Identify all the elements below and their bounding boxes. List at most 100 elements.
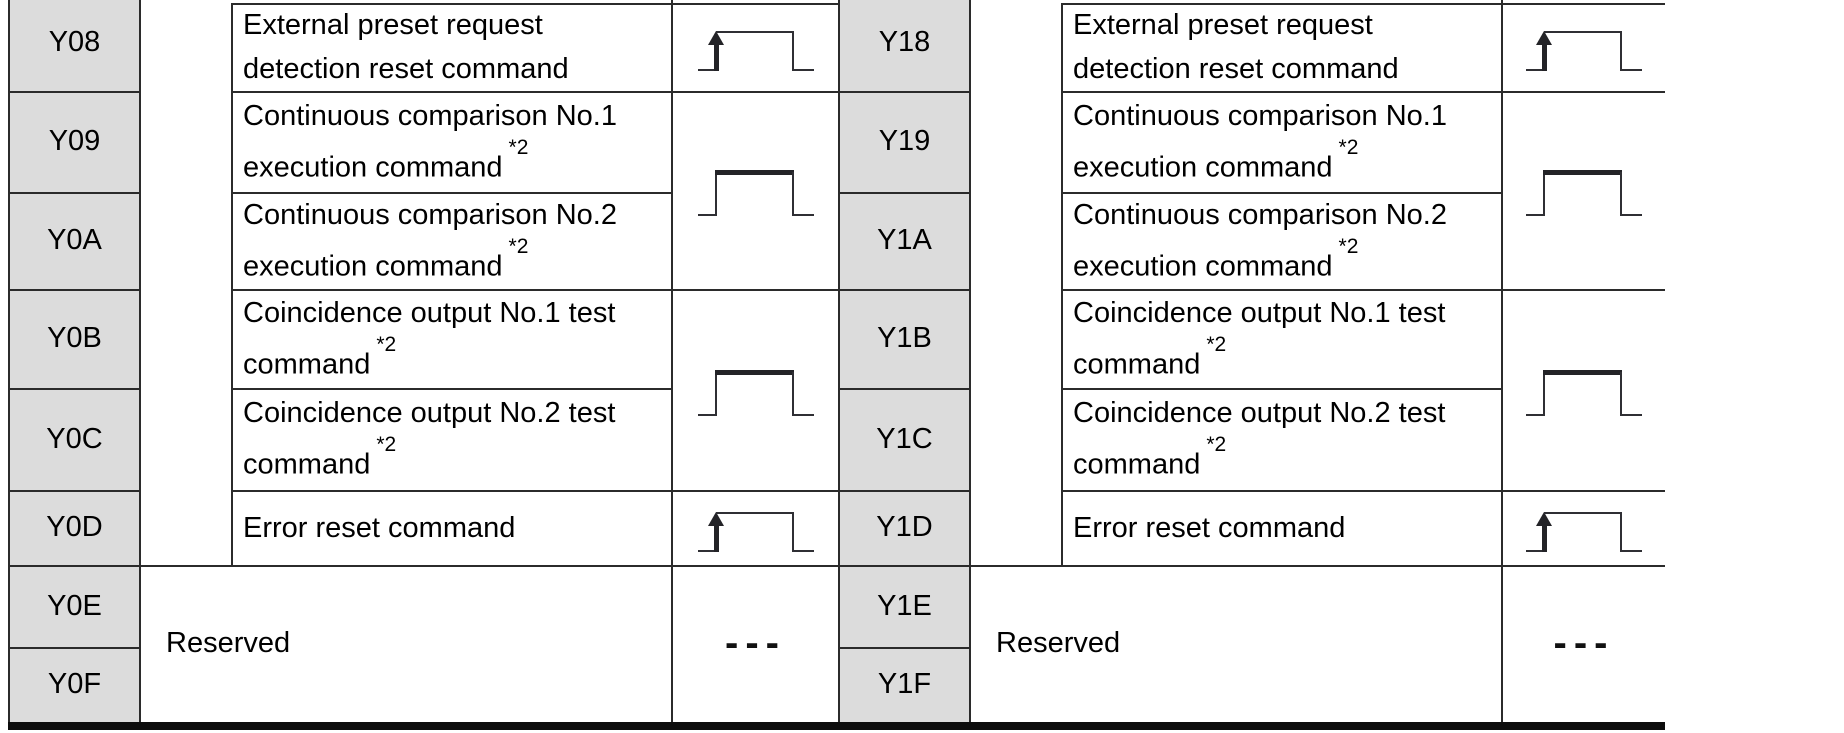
table-border (8, 647, 141, 649)
table-border (1501, 0, 1503, 722)
table-border (969, 0, 971, 722)
description-cell: Coincidence output No.2 test command*2 (233, 388, 669, 490)
signal-cell-y1e: Y1E (877, 589, 932, 622)
description-cell: Coincidence output No.2 test command*2 (1063, 388, 1499, 490)
timing-level-pulse-icon (1526, 369, 1642, 416)
signal-cell-y0a: Y0A (47, 224, 102, 256)
timing-cell (1503, 490, 1665, 565)
signal-cell-y1f: Y1F (877, 668, 932, 700)
signal-cell-y0b: Y0B (47, 322, 102, 354)
description-line: command*2 (243, 433, 397, 481)
description-cell: Continuous comparison No.2 execution com… (1063, 192, 1499, 289)
description-line: command*2 (243, 332, 397, 381)
description-line: execution command*2 (1073, 234, 1359, 283)
table-border (231, 3, 838, 5)
description-line: Coincidence output No.2 test (243, 397, 616, 430)
signal-cell-y1b: Y1B (877, 322, 932, 354)
description-line: command*2 (1073, 433, 1227, 481)
description-cell: External preset request detection reset … (233, 3, 669, 91)
table-border (231, 490, 838, 492)
timing-cell (1503, 91, 1665, 289)
signal-cell-y09: Y09 (48, 125, 101, 157)
timing-cell (673, 3, 838, 91)
footnote-ref: *2 (508, 234, 529, 258)
description-line: Continuous comparison No.1 (1073, 99, 1447, 132)
timing-rising-edge-pulse-icon (697, 31, 814, 71)
table-border (838, 289, 971, 291)
timing-none-label: --- (1553, 621, 1615, 665)
timing-rising-edge-pulse-icon (697, 511, 814, 552)
timing-level-pulse-icon (697, 369, 814, 416)
timing-rising-edge-pulse-icon (1526, 31, 1642, 71)
table-border (838, 192, 971, 194)
description-line: External preset request (243, 9, 543, 41)
table-border (8, 388, 141, 390)
timing-cell (673, 289, 838, 490)
table-border (671, 0, 673, 722)
footnote-ref: *2 (376, 332, 397, 356)
table-border (231, 91, 838, 93)
signal-cell-y1a: Y1A (877, 224, 932, 256)
table-border (231, 289, 838, 291)
footnote-ref: *2 (376, 433, 397, 457)
table-border (8, 565, 838, 567)
description-line: Continuous comparison No.1 (243, 99, 617, 132)
table-border (1061, 388, 1503, 390)
description-line: Coincidence output No.2 test (1073, 397, 1446, 430)
signal-column-background (8, 0, 141, 722)
table-border (838, 91, 971, 93)
table-border (8, 289, 141, 291)
signal-cell-y0c: Y0C (46, 422, 103, 455)
timing-cell: --- (1503, 565, 1665, 722)
table-border (231, 388, 673, 390)
io-signal-table-right: Y18 Y19 Y1A Y1B Y1C Y1D Y1E Y1F External… (838, 0, 1665, 722)
table-border (8, 0, 10, 722)
signal-cell-y18: Y18 (878, 25, 931, 58)
table-border (838, 490, 971, 492)
description-cell: Continuous comparison No.1 execution com… (1063, 91, 1499, 192)
footnote-ref: *2 (1338, 234, 1359, 258)
table-border (838, 565, 1665, 567)
description-line: execution command*2 (243, 135, 529, 184)
timing-rising-edge-pulse-icon (1526, 511, 1642, 552)
signal-cell-y0e: Y0E (47, 589, 102, 622)
table-border (8, 490, 141, 492)
description-line: execution command*2 (243, 234, 529, 283)
timing-level-pulse-icon (697, 170, 814, 216)
signal-cell-y0f: Y0F (47, 668, 102, 700)
description-line: Continuous comparison No.2 (243, 198, 617, 231)
signal-cell-y08: Y08 (48, 25, 101, 58)
description-line: Coincidence output No.1 test (243, 296, 616, 329)
timing-cell (1503, 289, 1665, 490)
reserved-cell: Reserved (996, 627, 1121, 659)
footnote-ref: *2 (1206, 332, 1227, 356)
description-line: Coincidence output No.1 test (1073, 296, 1446, 329)
table-border (1061, 91, 1665, 93)
table-border (1061, 3, 1063, 567)
reserved-cell: Reserved (166, 627, 291, 659)
timing-none-label: --- (725, 621, 786, 665)
table-border (1061, 3, 1665, 5)
signal-cell-y0d: Y0D (46, 511, 103, 543)
table-border (1061, 490, 1665, 492)
description-cell: Continuous comparison No.1 execution com… (233, 91, 669, 192)
timing-cell (673, 490, 838, 565)
table-bottom-border (8, 722, 1665, 730)
footnote-ref: *2 (1206, 433, 1227, 457)
description-cell: Coincidence output No.1 test command*2 (233, 289, 669, 388)
signal-cell-y1c: Y1C (876, 422, 933, 455)
description-cell: Continuous comparison No.2 execution com… (233, 192, 669, 289)
footnote-ref: *2 (1338, 135, 1359, 159)
io-signal-table-left: Y08 Y09 Y0A Y0B Y0C Y0D Y0E Y0F External… (8, 0, 838, 722)
description-cell: Error reset command (1063, 490, 1499, 565)
description-line: command*2 (1073, 332, 1227, 381)
description-line: Error reset command (243, 511, 516, 544)
signal-cell-y19: Y19 (878, 125, 931, 157)
timing-cell (1503, 3, 1665, 91)
table-border (838, 0, 840, 722)
timing-level-pulse-icon (1526, 170, 1642, 216)
signal-cell-y1d: Y1D (876, 511, 933, 543)
description-line: Continuous comparison No.2 (1073, 198, 1447, 231)
table-border (231, 192, 673, 194)
